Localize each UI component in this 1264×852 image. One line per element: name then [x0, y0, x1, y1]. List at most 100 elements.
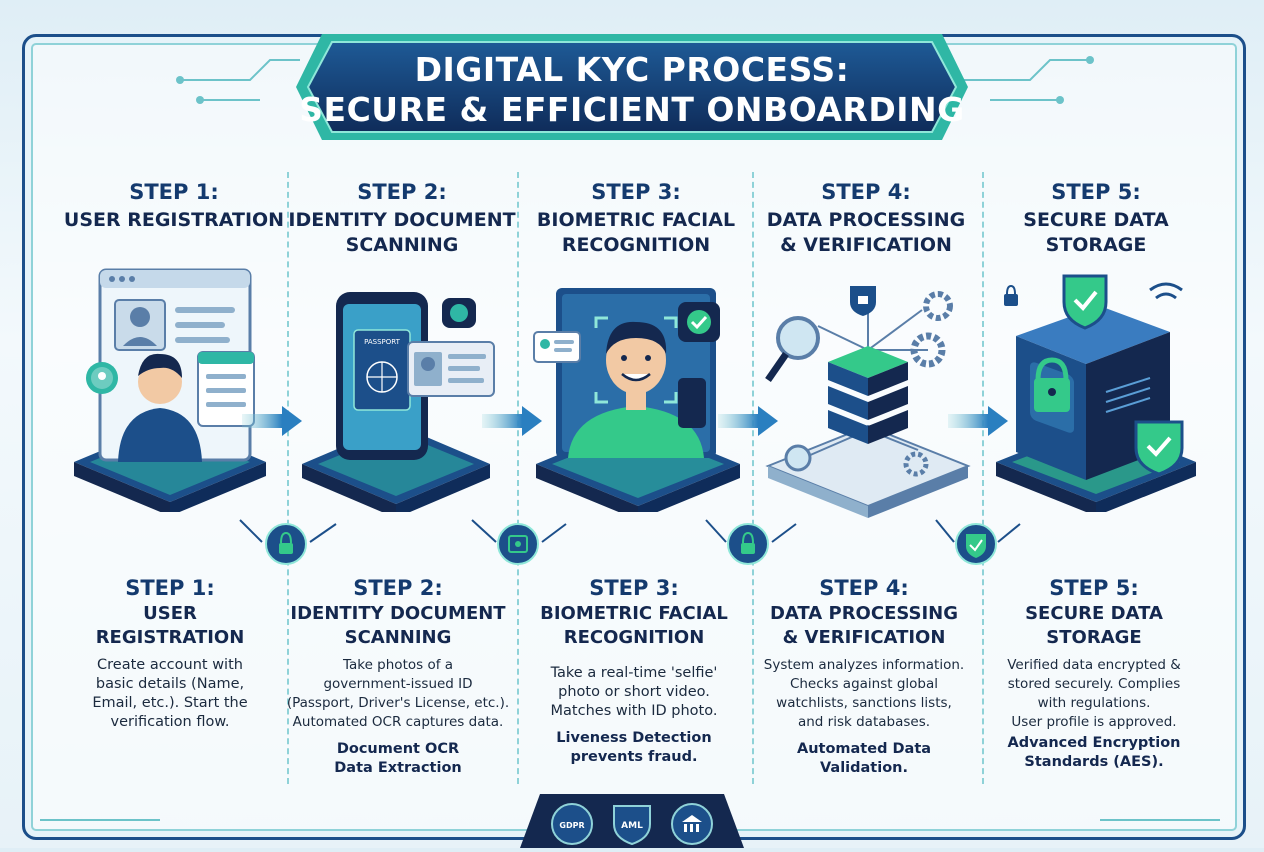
face-scan-icon	[497, 523, 539, 565]
note-line: prevents fraud.	[570, 749, 698, 765]
arrow-icon	[482, 406, 542, 436]
step-2-details: STEP 2: IDENTITY DOCUMENT SCANNING Take …	[280, 576, 516, 778]
step-5-number: STEP 5:	[1051, 180, 1141, 204]
desc-line: Take photos of a	[342, 657, 454, 673]
note-line: Standards (AES).	[1024, 754, 1164, 770]
title-banner-shape	[296, 34, 968, 140]
column-divider	[752, 172, 754, 784]
step-2-lower-title-line-2: SCANNING	[344, 627, 452, 648]
desc-line: Automated OCR captures data.	[292, 714, 504, 730]
column-divider	[982, 172, 984, 784]
desc-line: photo or short video.	[558, 684, 710, 700]
step-5-lower-title-line-2: STORAGE	[1046, 627, 1142, 648]
step-2-title-line-1: IDENTITY DOCUMENT	[288, 209, 516, 231]
column-divider	[287, 172, 289, 784]
step-5-description: Verified data encrypted & stored securel…	[976, 656, 1212, 732]
step-5-note: Advanced Encryption Standards (AES).	[976, 734, 1212, 772]
step-4-lower-number: STEP 4:	[819, 576, 909, 600]
column-divider	[517, 172, 519, 784]
step-1-illustration	[74, 268, 266, 512]
aml-badge: AML	[613, 805, 651, 846]
step-5-illustration	[996, 274, 1196, 512]
note-line: Advanced Encryption	[1007, 735, 1181, 751]
step-4-lower-title-line-1: DATA PROCESSING	[769, 603, 959, 624]
desc-line: Email, etc.). Start the	[92, 695, 248, 711]
step-4-lower-title-line-2: & VERIFICATION	[782, 627, 946, 648]
step-3-lower-number: STEP 3:	[589, 576, 679, 600]
desc-line: watchlists, sanctions lists,	[776, 695, 952, 711]
arrow-icon	[718, 406, 778, 436]
note-line: Data Extraction	[334, 760, 462, 776]
desc-line: Take a real-time 'selfie'	[550, 665, 718, 681]
step-4-description: System analyzes information. Checks agai…	[746, 656, 982, 732]
step-5-lower-title-line-1: SECURE DATA	[1025, 603, 1163, 624]
step-2-illustration: PASSPORT	[302, 292, 495, 512]
step-3-title-line-1: BIOMETRIC FACIAL	[536, 209, 736, 231]
desc-line: User profile is approved.	[1011, 714, 1177, 730]
step-5-lower-number: STEP 5:	[1049, 576, 1139, 600]
step-4-title-line-1: DATA PROCESSING	[766, 209, 966, 231]
step-1-lower-title-line-1: USER	[143, 603, 197, 624]
bank-seal-icon	[671, 803, 713, 845]
desc-line: System analyzes information.	[763, 657, 965, 673]
step-3-header: STEP 3: BIOMETRIC FACIAL RECOGNITION	[518, 180, 754, 258]
desc-line: basic details (Name,	[95, 676, 245, 692]
step-1-title: USER REGISTRATION	[63, 209, 285, 231]
lock-icon	[727, 523, 769, 565]
desc-line: (Passport, Driver's License, etc.).	[286, 695, 510, 711]
title-banner: DIGITAL KYC PROCESS: SECURE & EFFICIENT …	[292, 22, 972, 152]
desc-line: government-issued ID	[323, 676, 473, 692]
step-1-lower-number: STEP 1:	[125, 576, 215, 600]
step-2-number: STEP 2:	[357, 180, 447, 204]
step-3-note: Liveness Detection prevents fraud.	[516, 729, 752, 767]
step-4-header: STEP 4: DATA PROCESSING & VERIFICATION	[748, 180, 984, 258]
note-line: Liveness Detection	[556, 730, 712, 746]
step-2-lower-title-line-1: IDENTITY DOCUMENT	[290, 603, 506, 624]
step-4-illustration	[765, 286, 971, 518]
gdpr-badge: GDPR	[551, 803, 593, 845]
desc-line: with regulations.	[1037, 695, 1151, 711]
step-3-title-line-2: RECOGNITION	[561, 234, 711, 256]
step-2-lower-number: STEP 2:	[353, 576, 443, 600]
step-5-details: STEP 5: SECURE DATA STORAGE Verified dat…	[976, 576, 1212, 772]
step-2-note: Document OCR Data Extraction	[280, 740, 516, 778]
step-4-title-line-2: & VERIFICATION	[780, 234, 952, 256]
step-1-header: STEP 1: USER REGISTRATION	[56, 180, 292, 233]
step-2-header: STEP 2: IDENTITY DOCUMENT SCANNING	[284, 180, 520, 258]
step-2-description: Take photos of a government-issued ID (P…	[280, 656, 516, 732]
desc-line: Checks against global	[789, 676, 939, 692]
gdpr-label: GDPR	[559, 821, 584, 830]
step-2-title-line-2: SCANNING	[345, 234, 459, 256]
compliance-footer-shape: GDPR AML	[520, 794, 744, 848]
desc-line: Matches with ID photo.	[550, 703, 718, 719]
desc-line: verification flow.	[110, 714, 230, 730]
shield-check-icon	[955, 523, 997, 565]
note-line: Automated Data	[796, 741, 932, 757]
step-3-lower-title-line-2: RECOGNITION	[563, 627, 705, 648]
step-1-details: STEP 1: USER REGISTRATION Create account…	[52, 576, 288, 732]
step-5-header: STEP 5: SECURE DATA STORAGE	[978, 180, 1214, 258]
lock-icon	[265, 523, 307, 565]
step-4-details: STEP 4: DATA PROCESSING & VERIFICATION S…	[746, 576, 982, 778]
note-line: Document OCR	[336, 741, 460, 757]
desc-line: and risk databases.	[797, 714, 931, 730]
title-line-1: DIGITAL KYC PROCESS:	[414, 50, 850, 89]
step-3-details: STEP 3: BIOMETRIC FACIAL RECOGNITION Tak…	[516, 576, 752, 767]
step-3-lower-title-line-1: BIOMETRIC FACIAL	[540, 603, 728, 624]
step-1-lower-title-line-2: REGISTRATION	[95, 627, 245, 648]
title-line-2: SECURE & EFFICIENT ONBOARDING	[299, 90, 965, 129]
aml-label: AML	[621, 821, 643, 831]
server-stack-icon	[828, 346, 908, 444]
arrow-icon	[242, 406, 302, 436]
step-1-number: STEP 1:	[129, 180, 219, 204]
desc-line: stored securely. Complies	[1007, 676, 1181, 692]
step-1-description: Create account with basic details (Name,…	[52, 656, 288, 732]
step-5-title-line-2: STORAGE	[1045, 234, 1147, 256]
step-3-illustration	[533, 288, 740, 512]
step-3-description: Take a real-time 'selfie' photo or short…	[516, 664, 752, 721]
arrow-icon	[948, 406, 1008, 436]
step-5-title-line-1: SECURE DATA	[1023, 209, 1169, 231]
compliance-footer: GDPR AML	[500, 786, 764, 848]
